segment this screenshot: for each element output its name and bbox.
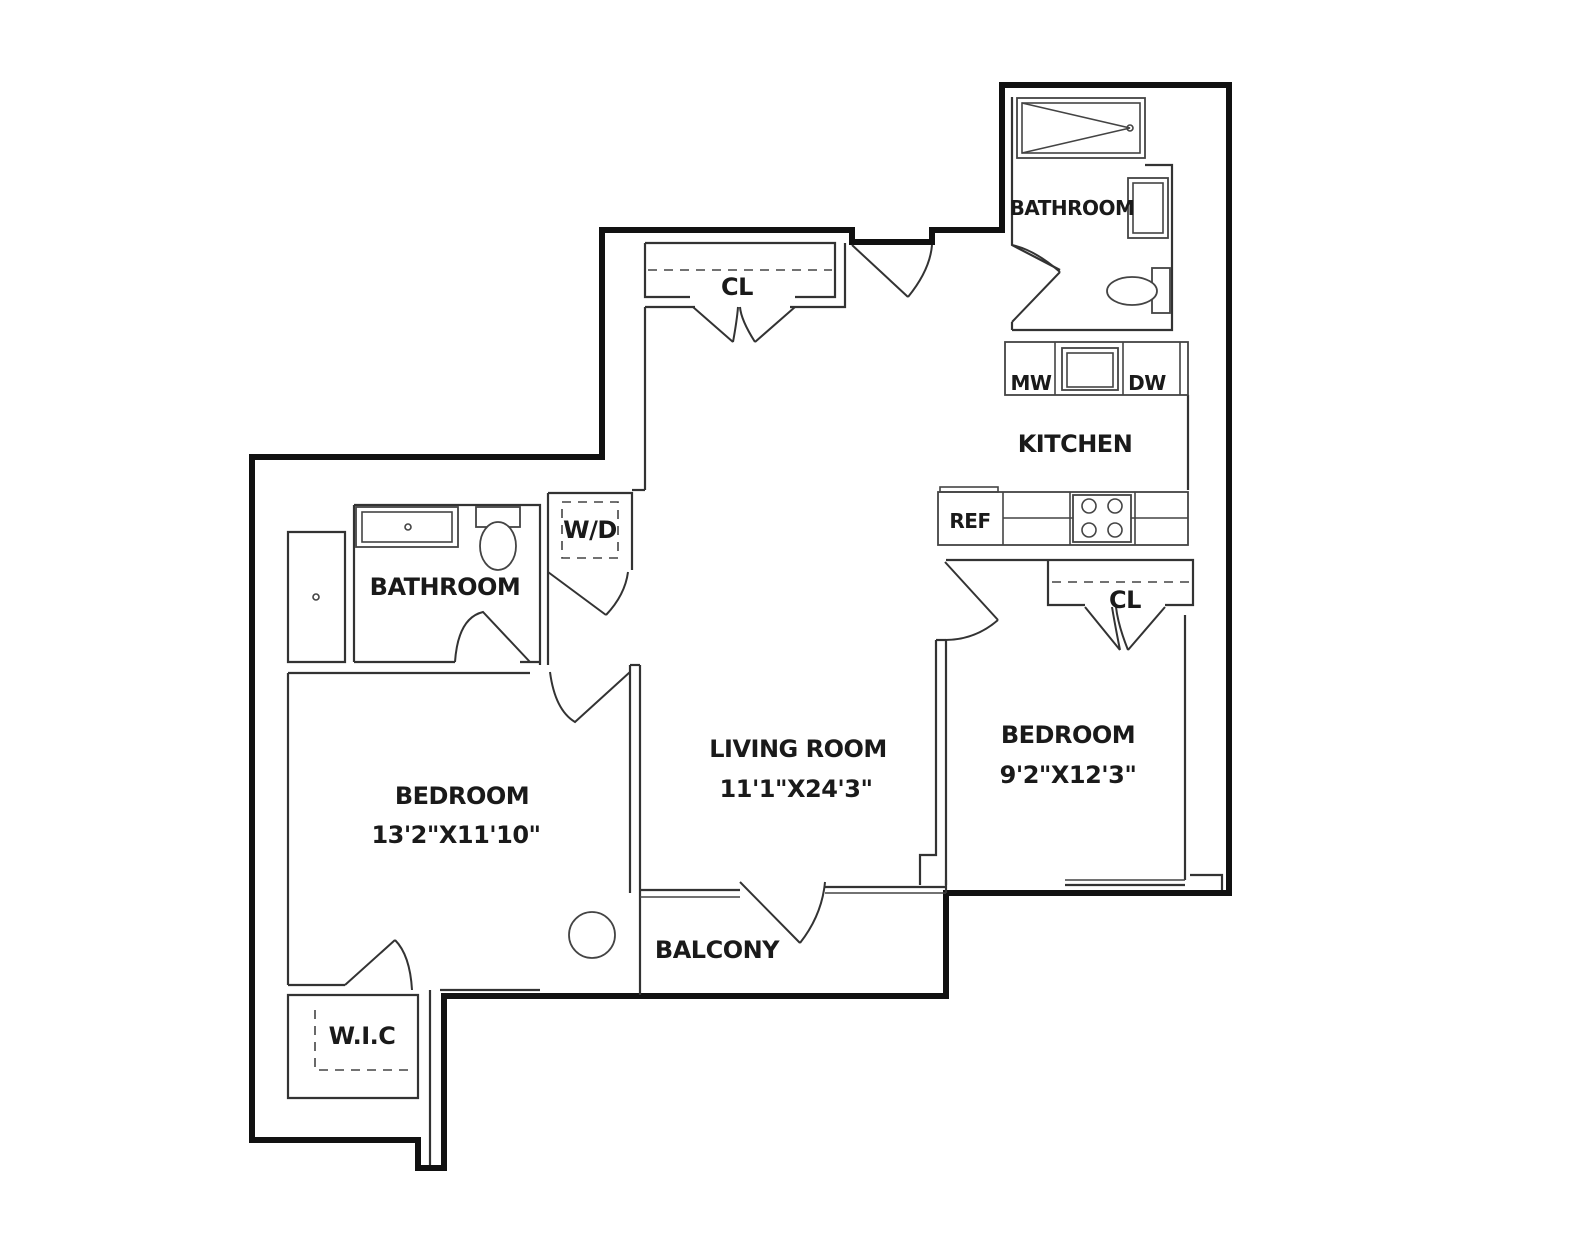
kitchen-counters bbox=[937, 341, 1189, 546]
exterior-wall bbox=[249, 82, 1232, 1171]
bathroom-left-label: BATHROOM bbox=[370, 573, 521, 601]
refrigerator-label: REF bbox=[949, 509, 990, 533]
dishwasher-label: DW bbox=[1128, 371, 1166, 395]
room-labels: BATHROOM CL MW DW KITCHEN REF W/D BATHRO… bbox=[329, 196, 1167, 1050]
bathroom-top-label: BATHROOM bbox=[1010, 196, 1135, 220]
bedroom-right-label: BEDROOM bbox=[1001, 721, 1135, 749]
top-bathroom-fixtures bbox=[1016, 97, 1171, 314]
balcony-label: BALCONY bbox=[655, 936, 780, 964]
living-room-label: LIVING ROOM bbox=[709, 735, 887, 763]
washer-dryer bbox=[561, 501, 619, 559]
microwave-label: MW bbox=[1011, 371, 1052, 395]
doors bbox=[344, 244, 1166, 991]
living-room-dimensions: 11'1"X24'3" bbox=[720, 775, 873, 803]
closet-top-label: CL bbox=[721, 273, 753, 301]
bedroom-left-label: BEDROOM bbox=[395, 782, 529, 810]
closet-right-label: CL bbox=[1109, 586, 1141, 614]
left-bathroom-fixtures bbox=[312, 506, 521, 601]
round-table bbox=[568, 911, 616, 959]
washer-dryer-label: W/D bbox=[563, 516, 617, 544]
closet-shelves bbox=[314, 269, 1190, 1071]
walk-in-closet-label: W.I.C bbox=[329, 1022, 396, 1050]
kitchen-label: KITCHEN bbox=[1018, 430, 1133, 458]
interior-walls bbox=[286, 97, 1224, 1165]
bedroom-left-dimensions: 13'2"X11'10" bbox=[371, 821, 540, 849]
bedroom-right-dimensions: 9'2"X12'3" bbox=[1000, 761, 1137, 789]
